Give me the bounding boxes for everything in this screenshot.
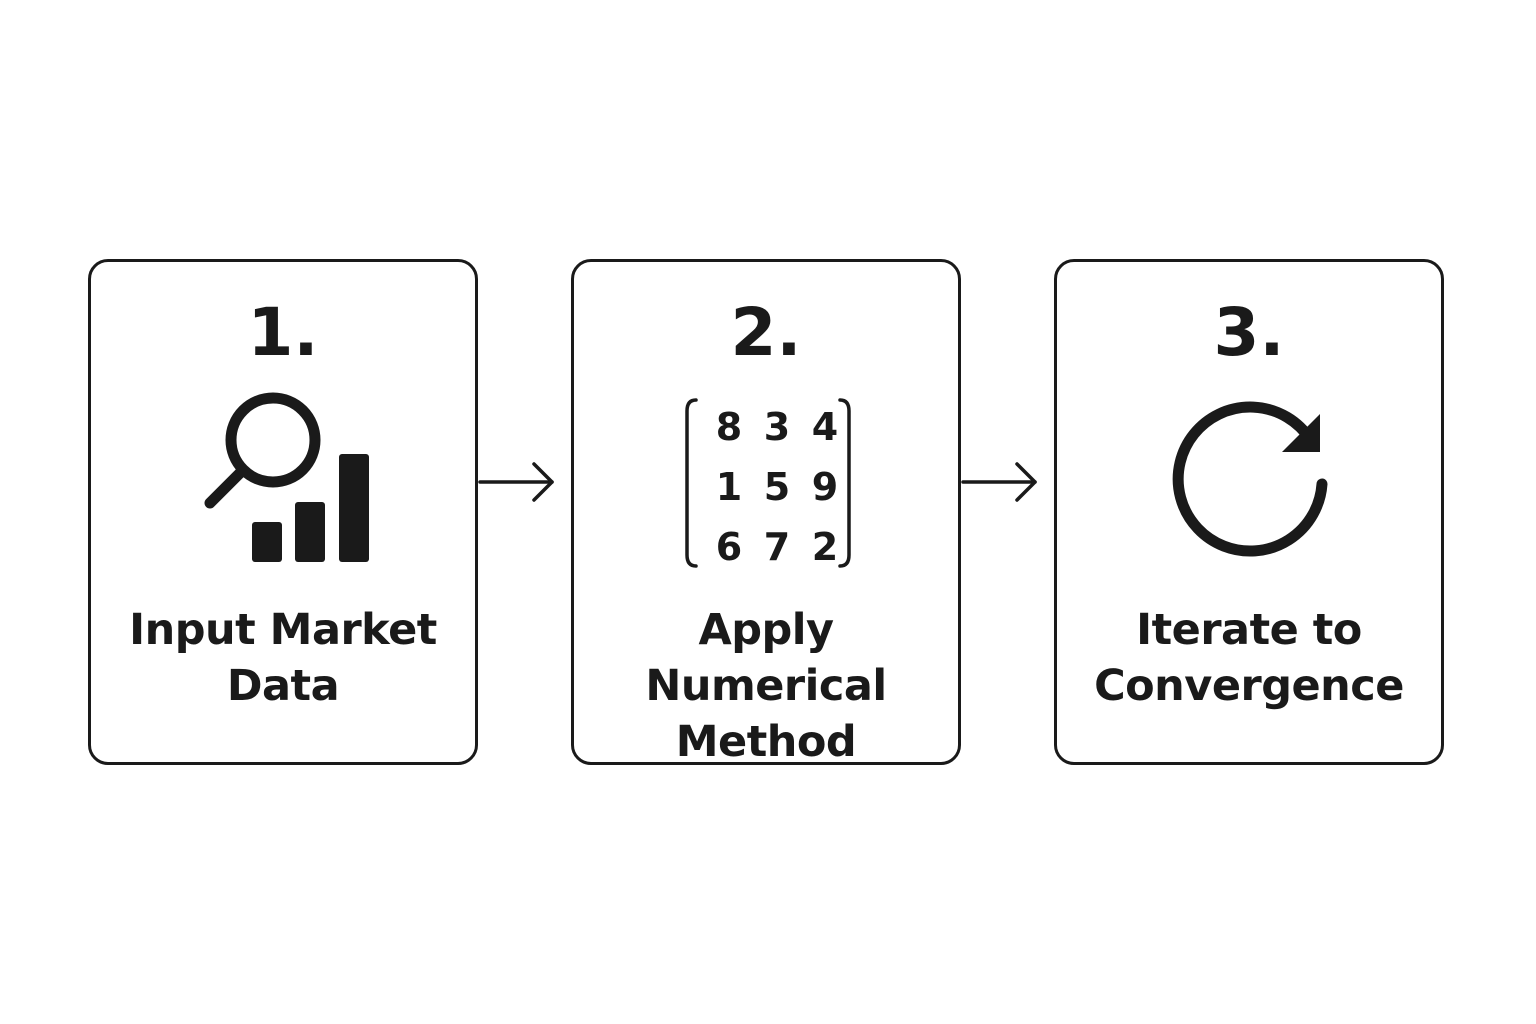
step-2-box: 2. 8 3 4 1 5 9 6 7 2 Apply Numerical Met…	[571, 259, 961, 767]
refresh-icon	[1172, 401, 1328, 557]
matrix-cell: 5	[763, 465, 791, 509]
step-1-number: 1.	[247, 294, 319, 371]
matrix-cell: 4	[811, 405, 839, 449]
matrix-cell: 3	[763, 405, 791, 449]
step-3-label: Iterate to Convergence	[1094, 605, 1404, 711]
refresh-arc	[1172, 401, 1328, 557]
matrix-cell: 7	[763, 525, 791, 569]
arrow-right-icon	[961, 462, 1037, 502]
matrix-cell: 9	[811, 465, 839, 509]
bar-3	[339, 454, 369, 562]
step-1-label: Input Market Data	[129, 605, 437, 711]
bar-2	[295, 502, 325, 562]
arrow-right-icon	[478, 462, 554, 502]
bar-1	[252, 522, 282, 562]
step-3-number: 3.	[1213, 294, 1285, 371]
matrix-cell: 8	[715, 405, 743, 449]
matrix-icon: 8 3 4 1 5 9 6 7 2	[705, 397, 849, 577]
refresh-arrowhead	[1282, 414, 1320, 452]
matrix-right-bracket	[838, 398, 851, 568]
matrix-left-bracket	[685, 398, 698, 568]
magnifier-bar-chart-icon	[204, 392, 369, 562]
step-2-number: 2.	[730, 294, 802, 371]
magnifier-handle	[204, 467, 246, 509]
step-1-box: 1. Input Market Data	[88, 259, 478, 765]
step-3-box: 3. Iterate to Convergence	[1054, 259, 1444, 765]
matrix-cell: 1	[715, 465, 743, 509]
matrix-cell: 6	[715, 525, 743, 569]
magnifier-lens	[225, 392, 321, 488]
matrix-cell: 2	[811, 525, 839, 569]
step-2-label: Apply Numerical Method	[645, 605, 887, 767]
